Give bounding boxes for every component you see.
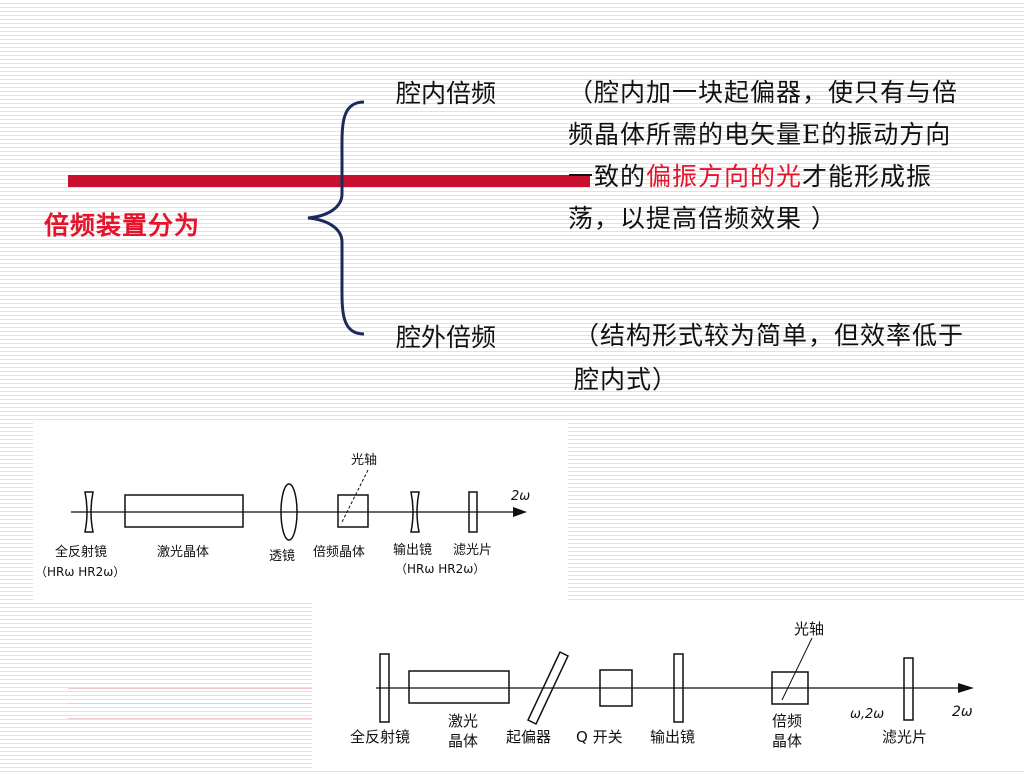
axis-label: 光轴 bbox=[794, 620, 824, 638]
output-mirror bbox=[410, 491, 420, 533]
output-mirror-label: 输出镜 bbox=[393, 542, 432, 558]
lens bbox=[280, 483, 298, 541]
doubling-crystal bbox=[337, 494, 369, 528]
laser-crystal-label-1: 激光 bbox=[448, 712, 478, 730]
doubling-crystal-label: 倍频晶体 bbox=[313, 545, 365, 560]
output-mirror-label: 输出镜 bbox=[650, 728, 695, 746]
laser-crystal-label-2: 晶体 bbox=[448, 732, 478, 750]
filter bbox=[903, 657, 914, 721]
extracavity-heading: 腔外倍频 bbox=[396, 323, 497, 352]
laser-crystal bbox=[408, 670, 510, 704]
q-switch-label: Q 开关 bbox=[576, 728, 623, 746]
polarizer-label: 起偏器 bbox=[506, 728, 551, 746]
lens-label: 透镜 bbox=[269, 549, 295, 564]
axis-label: 光轴 bbox=[351, 453, 377, 468]
faint-rule-lines bbox=[68, 688, 312, 728]
doubling-crystal bbox=[771, 671, 809, 705]
doubling-crystal-label-1: 倍频 bbox=[772, 712, 802, 730]
intracavity-diagram-svg: 光轴 ω,2ω 2ω 全反射镜 激光 晶体 起偏器 Q 开关 输出镜 倍频 晶体… bbox=[350, 620, 974, 750]
filter-label: 滤光片 bbox=[882, 728, 927, 746]
intracavity-diagram: 光轴 ω,2ω 2ω 全反射镜 激光 晶体 起偏器 Q 开关 输出镜 倍频 晶体… bbox=[312, 600, 1024, 768]
extracavity-description: （结构形式较为简单，但效率低于腔内式） bbox=[574, 321, 965, 394]
beam-arrow bbox=[513, 507, 527, 517]
curly-brace bbox=[307, 100, 365, 336]
red-divider-bar bbox=[68, 175, 590, 187]
full-reflection-mirror bbox=[84, 491, 94, 533]
q-switch bbox=[599, 669, 633, 707]
axis-pointer bbox=[340, 469, 369, 525]
extracavity-diagram: 光轴 2ω 全反射镜 （HRω HR2ω） 激光晶体 透镜 倍频晶体 输出镜 滤… bbox=[33, 420, 568, 603]
filter-label: 滤光片 bbox=[453, 543, 492, 558]
polarization-highlight: 偏振方向的光 bbox=[646, 162, 803, 191]
doubling-crystal-label-2: 晶体 bbox=[772, 732, 802, 750]
intracavity-description: （腔内加一块起偏器，使只有与倍频晶体所需的电矢量E的振动方向一致的偏振方向的光才… bbox=[568, 78, 959, 233]
mirror-label: 全反射镜 bbox=[55, 544, 107, 560]
filter bbox=[468, 491, 478, 533]
intracavity-heading: 腔内倍频 bbox=[396, 79, 497, 108]
frequency-doubling-title: 倍频装置分为 bbox=[44, 211, 201, 240]
full-reflection-mirror bbox=[379, 653, 390, 723]
axis-pointer bbox=[781, 637, 813, 701]
beam-label: 2ω bbox=[511, 489, 530, 504]
mirror-coating-label: （HRω HR2ω） bbox=[35, 565, 125, 579]
beam-arrow bbox=[958, 683, 974, 693]
polarizer bbox=[527, 650, 569, 726]
mirror-label: 全反射镜 bbox=[350, 728, 410, 746]
output-mirror bbox=[673, 653, 684, 723]
beam-end-label: 2ω bbox=[952, 704, 973, 720]
output-coating-label: （HRω HR2ω） bbox=[395, 562, 485, 576]
beam-mid-label: ω,2ω bbox=[850, 707, 884, 722]
laser-crystal-label: 激光晶体 bbox=[157, 545, 209, 560]
laser-crystal bbox=[124, 494, 244, 528]
extracavity-diagram-svg: 光轴 2ω 全反射镜 （HRω HR2ω） 激光晶体 透镜 倍频晶体 输出镜 滤… bbox=[35, 453, 530, 579]
